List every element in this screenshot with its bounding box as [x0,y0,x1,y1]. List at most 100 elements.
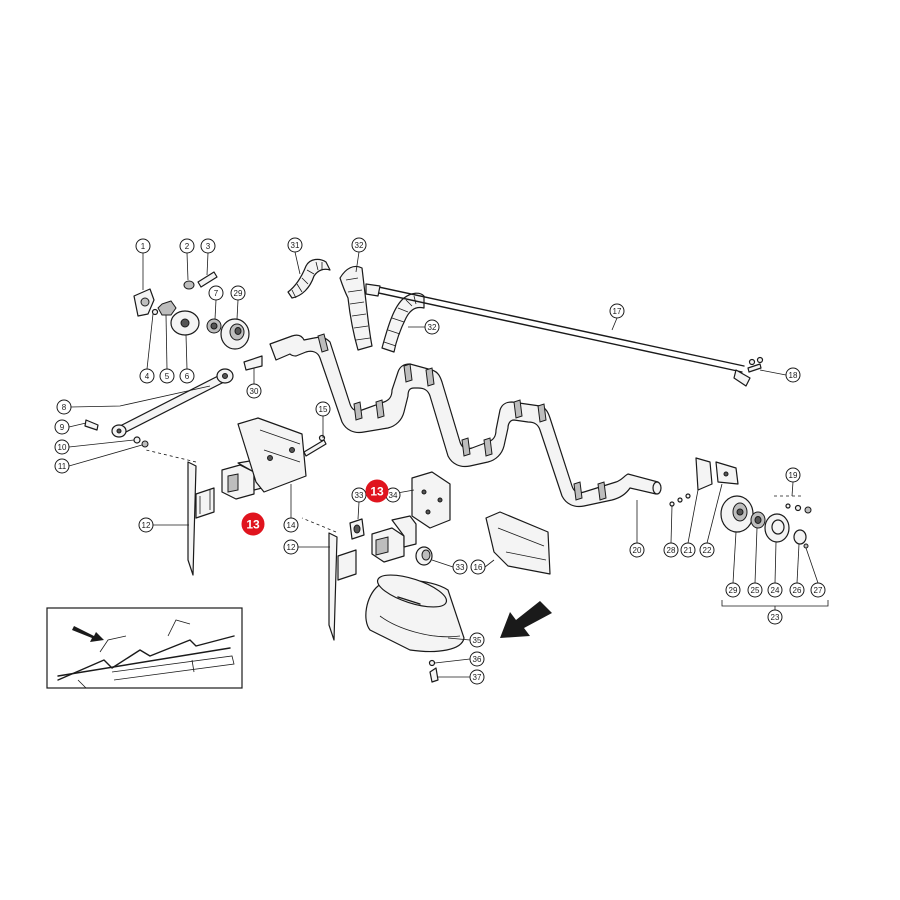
callout-32: 32 [424,319,440,335]
bushing-part-33-lower [415,546,433,566]
callout-label: 1 [141,242,146,251]
callout-label: 6 [185,372,190,381]
callout-9: 9 [54,419,70,435]
bracket-part-21 [695,457,713,491]
callout-11: 11 [54,458,70,474]
callout-5: 5 [159,368,175,384]
inset-detail-box [46,607,243,689]
callout-label: 14 [287,521,296,530]
callout-26: 26 [789,582,805,598]
callout-label: 27 [814,586,823,595]
callout-label: 37 [473,673,482,682]
callout-label: 5 [165,372,170,381]
callout-label: 3 [206,242,211,251]
nut-part-11 [141,440,149,448]
callout-label: 21 [684,546,693,555]
hose-part-32-lower [381,292,425,353]
callout-10: 10 [54,439,70,455]
bolt-part-3 [197,271,218,288]
pushrod-part-17 [365,283,751,387]
callout-8: 8 [56,399,72,415]
callout-1: 1 [135,238,151,254]
assembly-bracket-23 [721,600,829,607]
washer-part-10 [133,436,141,444]
bushing-part-26 [793,529,807,545]
callout-label: 9 [60,423,65,432]
guide-block-part-13-left [221,459,263,500]
fasteners-part-28 [669,493,691,507]
callout-label: 31 [291,241,300,250]
callout-20: 20 [629,542,645,558]
nut-part-2 [183,280,195,290]
callout-7: 7 [208,285,224,301]
callout-24: 24 [767,582,783,598]
callout-label: 35 [473,636,482,645]
callout-4: 4 [139,368,155,384]
bushing-part-7 [206,318,222,334]
callout-label: 28 [667,546,676,555]
bracket-part-16 [485,511,551,575]
clamp-part-30 [243,355,263,371]
callout-label: 25 [751,586,760,595]
bracket-part-1 [133,288,155,317]
callout-label: 34 [389,491,398,500]
knife-section-part-12-left [187,461,215,576]
callout-37: 37 [469,669,485,685]
callout-31: 31 [287,237,303,253]
fasteners-part-36-37 [428,659,439,683]
callout-23: 23 [767,609,783,625]
callout-label: 36 [473,655,482,664]
callout-30: 30 [246,383,262,399]
flange-part-6 [170,310,200,336]
callout-27: 27 [810,582,826,598]
pin-part-9 [84,419,99,431]
highlight-callout-13: 13 [365,479,389,503]
leader-lines [68,251,819,678]
bracket-part-22 [715,461,739,485]
callout-label: 23 [771,613,780,622]
callout-label: 15 [319,405,328,414]
callout-label: 8 [62,403,67,412]
hose-part-32-upper [339,265,373,351]
washer-part-27 [803,543,809,549]
nut-part-5 [157,300,177,316]
callout-33: 33 [452,559,468,575]
callout-14: 14 [283,517,299,533]
callout-label: 12 [142,521,151,530]
callout-33: 33 [351,487,367,503]
callout-label: 20 [633,546,642,555]
callout-label: 33 [456,563,465,572]
callout-2: 2 [179,238,195,254]
bearing-flange-part-29-right [720,495,754,533]
callout-label: 22 [703,546,712,555]
callout-label: 4 [145,372,150,381]
callout-label: 10 [58,443,67,452]
fasteners-part-19 [774,495,812,514]
callout-label: 32 [355,241,364,250]
callout-label: 24 [771,586,780,595]
callout-29: 29 [725,582,741,598]
callout-label: 16 [474,563,483,572]
flange-part-24 [764,513,790,543]
callout-28: 28 [663,542,679,558]
callout-3: 3 [200,238,216,254]
callout-label: 17 [613,307,622,316]
bearing-part-25 [750,511,766,529]
callout-29: 29 [230,285,246,301]
washer-part-33-upper [349,518,365,540]
callout-label: 30 [250,387,259,396]
callout-25: 25 [747,582,763,598]
callout-12: 12 [138,517,154,533]
callout-label: 7 [214,289,219,298]
highlight-label: 13 [370,485,384,499]
callout-32: 32 [351,237,367,253]
callout-6: 6 [179,368,195,384]
fasteners-part-18 [747,356,764,373]
callout-label: 12 [287,543,296,552]
callout-label: 18 [789,371,798,380]
bolt-part-15 [303,434,327,457]
callout-label: 2 [185,242,190,251]
callout-label: 29 [234,289,243,298]
